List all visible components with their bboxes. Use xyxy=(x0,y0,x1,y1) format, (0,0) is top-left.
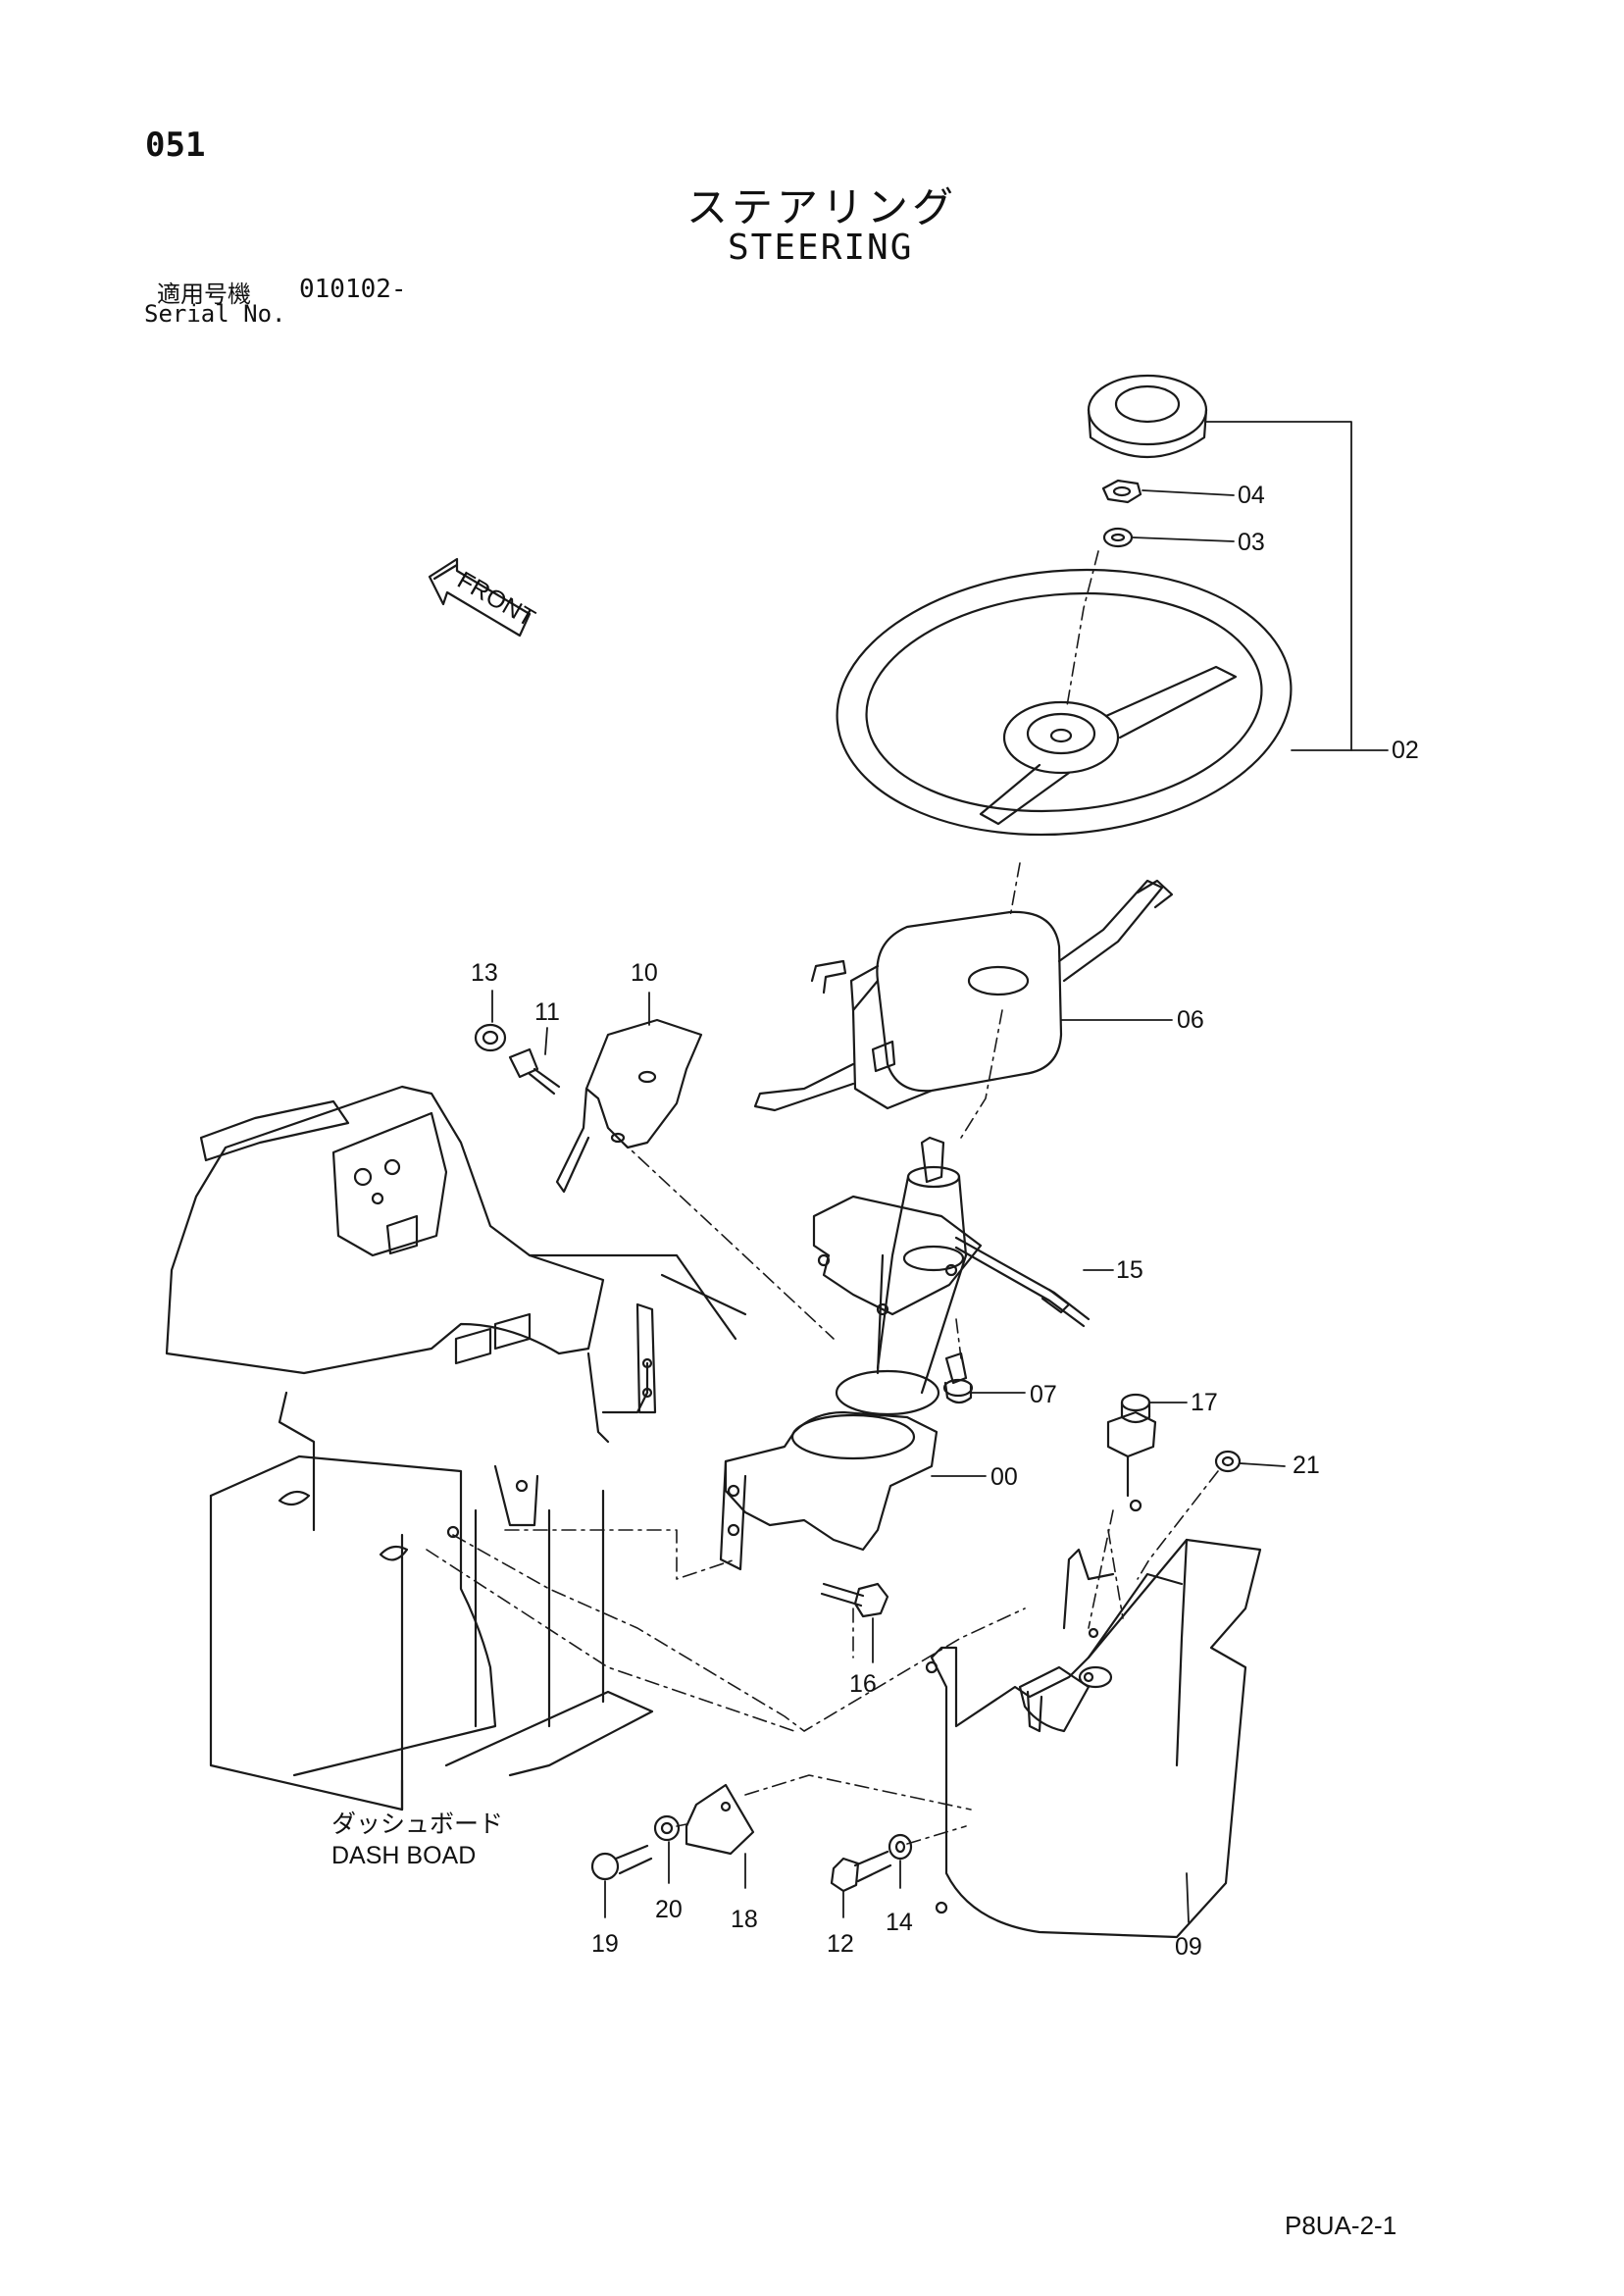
nut-04 xyxy=(1101,479,1142,504)
document-code: P8UA-2-1 xyxy=(1285,2211,1397,2240)
column-base-00 xyxy=(719,1410,939,1571)
dashboard xyxy=(165,1085,747,1532)
assembly-lines xyxy=(426,550,1219,1845)
cover-09 xyxy=(925,1538,1262,1939)
front-arrow: FRONT xyxy=(428,557,539,638)
part-number-labels: 02 04 03 06 15 07 00 17 21 13 11 10 16 0… xyxy=(331,482,1419,1961)
tilt-rod-15 xyxy=(954,1236,1091,1328)
dashboard-base-box xyxy=(209,1454,654,1811)
title-english: STEERING xyxy=(728,228,914,268)
label-11: 11 xyxy=(534,998,560,1026)
label-13: 13 xyxy=(471,959,498,987)
label-12: 12 xyxy=(827,1930,854,1958)
bracket-18 xyxy=(685,1783,755,1856)
label-00: 00 xyxy=(990,1463,1018,1491)
bolt-16 xyxy=(820,1582,889,1618)
page-number: 051 xyxy=(145,126,206,165)
serial-value: 010102- xyxy=(299,275,407,304)
horn-cap xyxy=(1087,374,1208,459)
label-17: 17 xyxy=(1191,1389,1218,1416)
bolt-11 xyxy=(508,1047,561,1096)
label-04: 04 xyxy=(1238,482,1265,509)
serial-label-japanese: 適用号機 xyxy=(157,281,251,308)
combination-switch-06 xyxy=(753,879,1174,1112)
label-06: 06 xyxy=(1177,1006,1204,1034)
nut-13 xyxy=(474,1023,507,1052)
label-18: 18 xyxy=(731,1906,758,1933)
steering-column xyxy=(835,1136,968,1416)
screw-19 xyxy=(590,1844,653,1881)
label-15: 15 xyxy=(1116,1256,1143,1284)
label-02: 02 xyxy=(1392,737,1419,764)
label-20: 20 xyxy=(655,1896,683,1923)
washer-20 xyxy=(653,1814,681,1842)
title-japanese: ステアリング xyxy=(686,183,958,231)
dashboard-label-jp: ダッシュボード xyxy=(331,1811,503,1838)
label-19: 19 xyxy=(591,1930,619,1958)
bolt-07 xyxy=(942,1352,974,1404)
washer-03 xyxy=(1102,527,1134,548)
label-10: 10 xyxy=(631,959,658,987)
label-14: 14 xyxy=(886,1909,913,1936)
column-bracket-plate xyxy=(812,1195,983,1316)
label-16: 16 xyxy=(849,1670,877,1698)
serial-label-english: Serial No. xyxy=(144,300,286,328)
grommet-21 xyxy=(1214,1450,1242,1473)
washer-14 xyxy=(888,1833,913,1861)
label-09: 09 xyxy=(1175,1933,1202,1961)
dashboard-label-en: DASH BOAD xyxy=(331,1842,476,1869)
label-21: 21 xyxy=(1293,1452,1320,1479)
leader-lines xyxy=(491,421,1389,1923)
bracket-10 xyxy=(555,1018,703,1194)
switch-17 xyxy=(1106,1393,1157,1512)
bolt-12 xyxy=(830,1850,892,1893)
steering-wheel xyxy=(836,568,1293,837)
label-07: 07 xyxy=(1030,1381,1057,1408)
label-03: 03 xyxy=(1238,529,1265,556)
